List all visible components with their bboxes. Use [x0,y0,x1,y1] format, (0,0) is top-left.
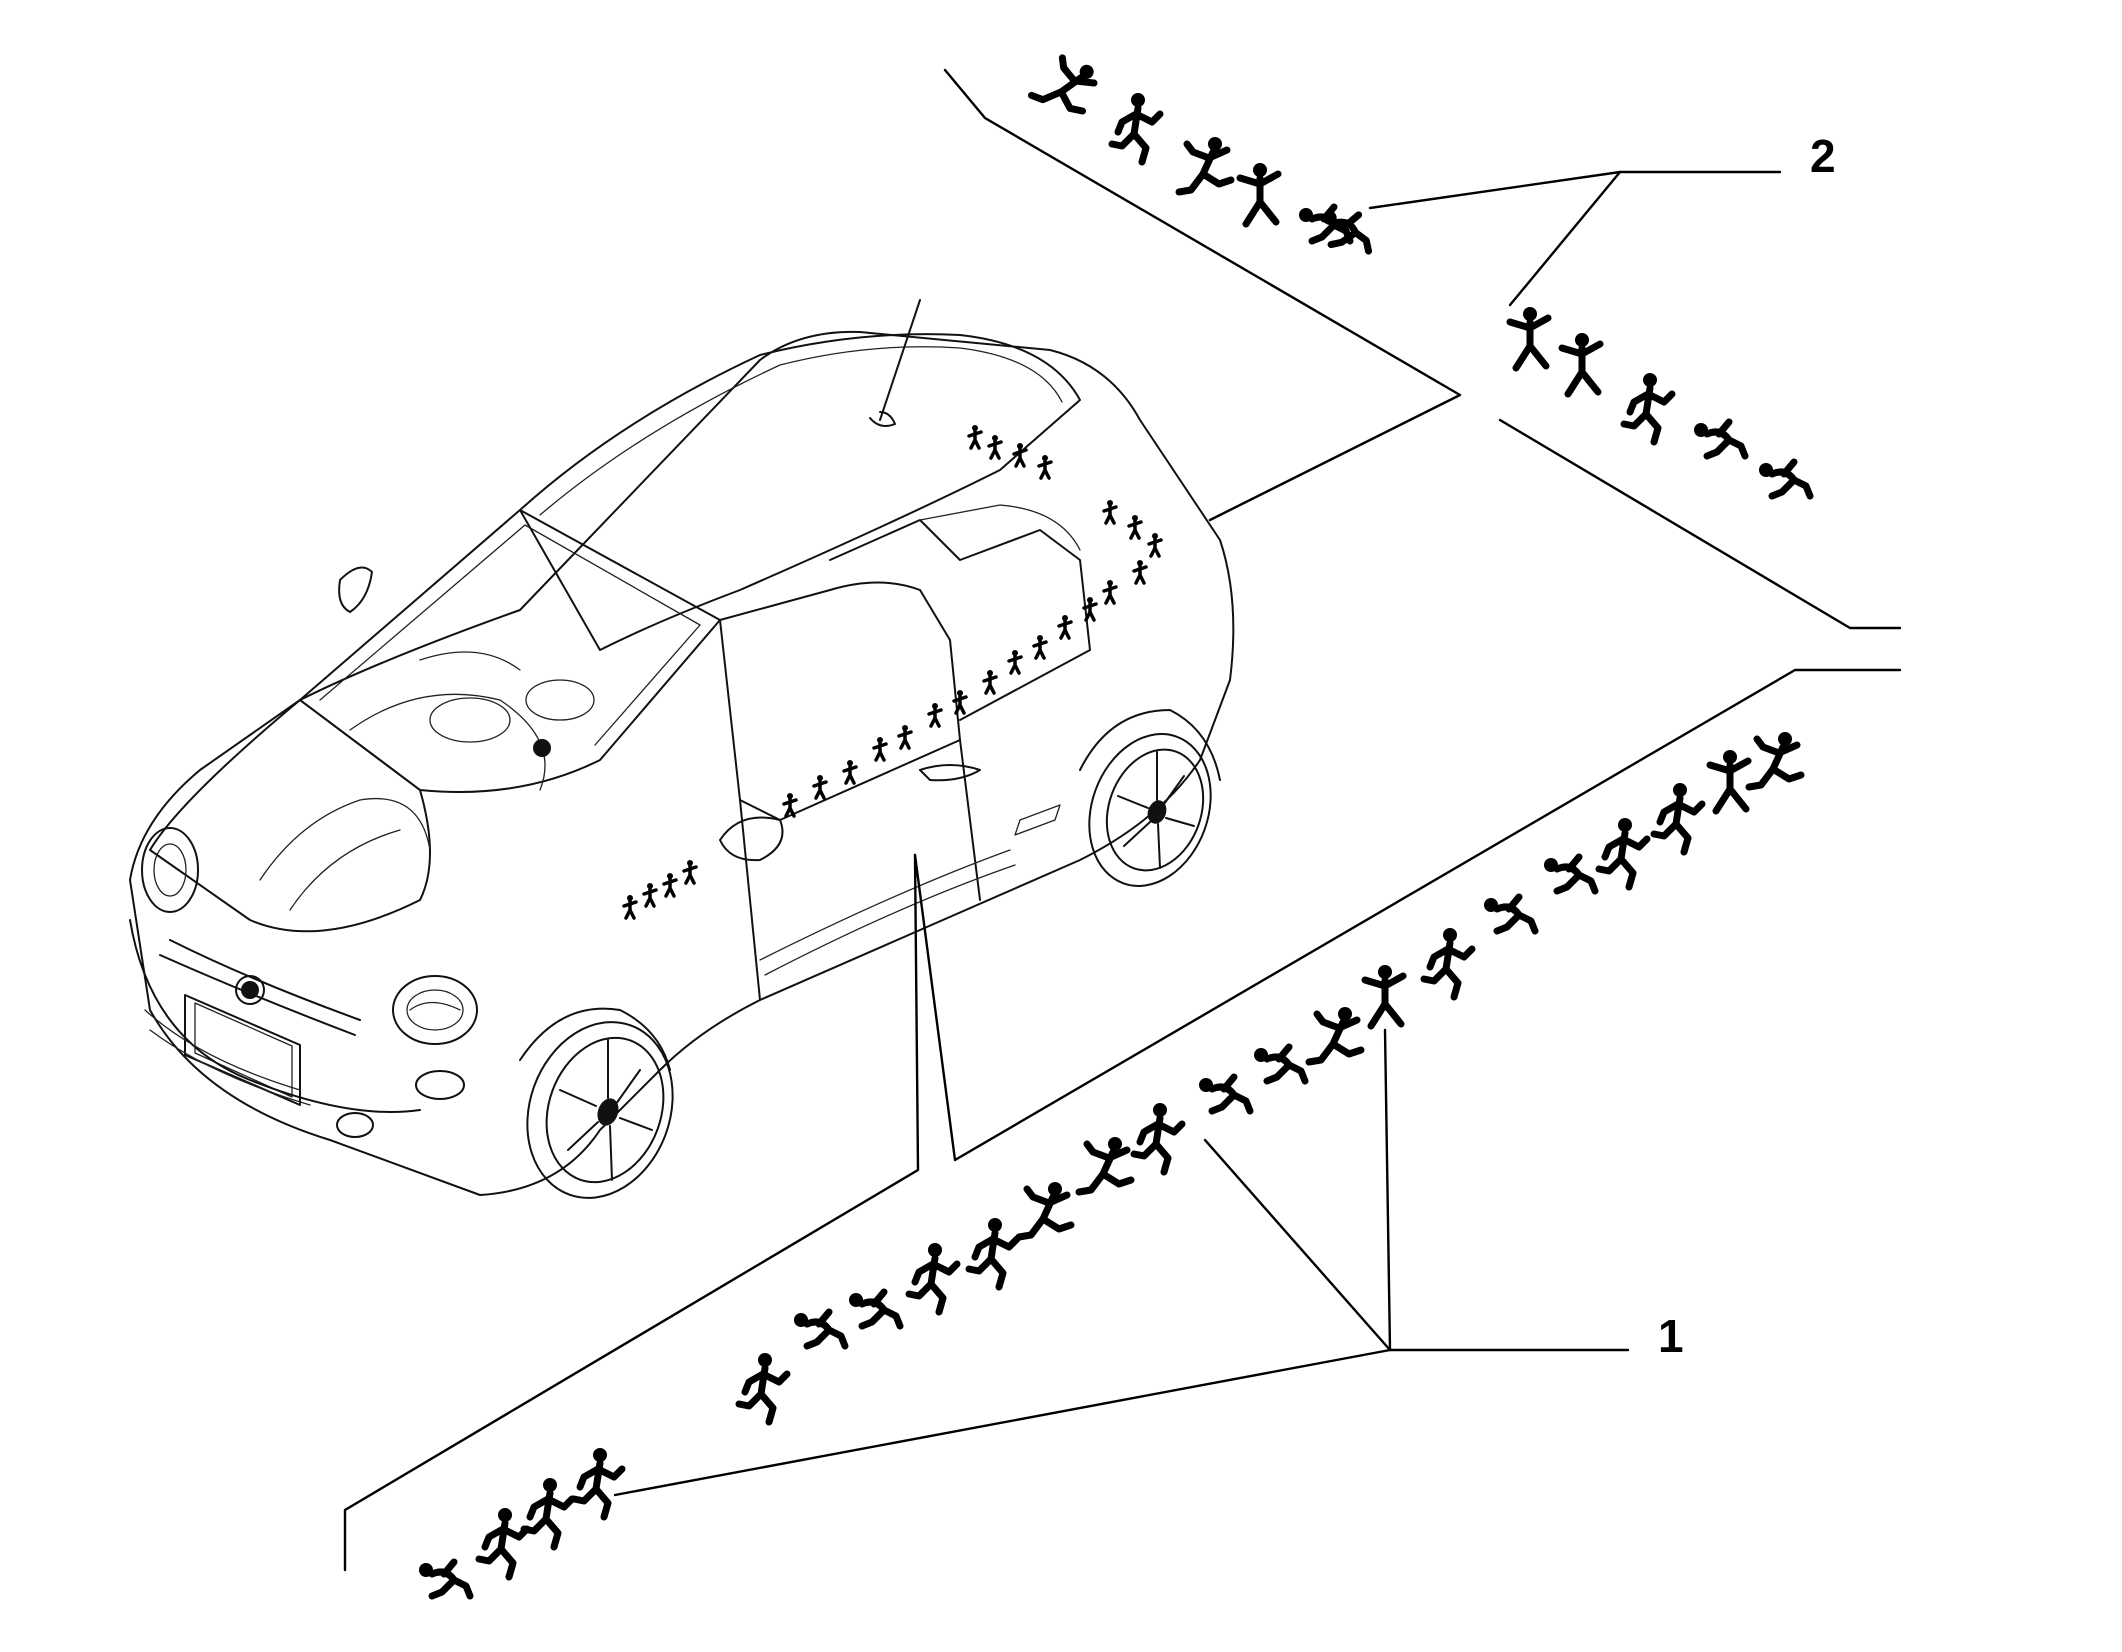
roof-plane-outline [943,68,1462,522]
callout-label-1: 1 [1658,1310,1684,1362]
side-plane-outline-left [343,853,920,1572]
callout-1-leader [1383,1028,1630,1352]
roof-plane-outline-lower [1498,418,1902,630]
side-plane-outline [913,668,1902,1162]
car-icon [129,299,1235,1199]
callout-2-leader [1368,170,1782,210]
callout-label-2: 2 [1810,130,1836,182]
side-decal-strip [419,732,1801,1596]
leader-lines [343,68,1902,1572]
callout-1-leader-mid [1203,1138,1392,1352]
roof-decal-strip [1031,48,1810,496]
callout-1-leader-low [613,1348,1392,1497]
callout-2-leader-lower [1508,170,1622,307]
